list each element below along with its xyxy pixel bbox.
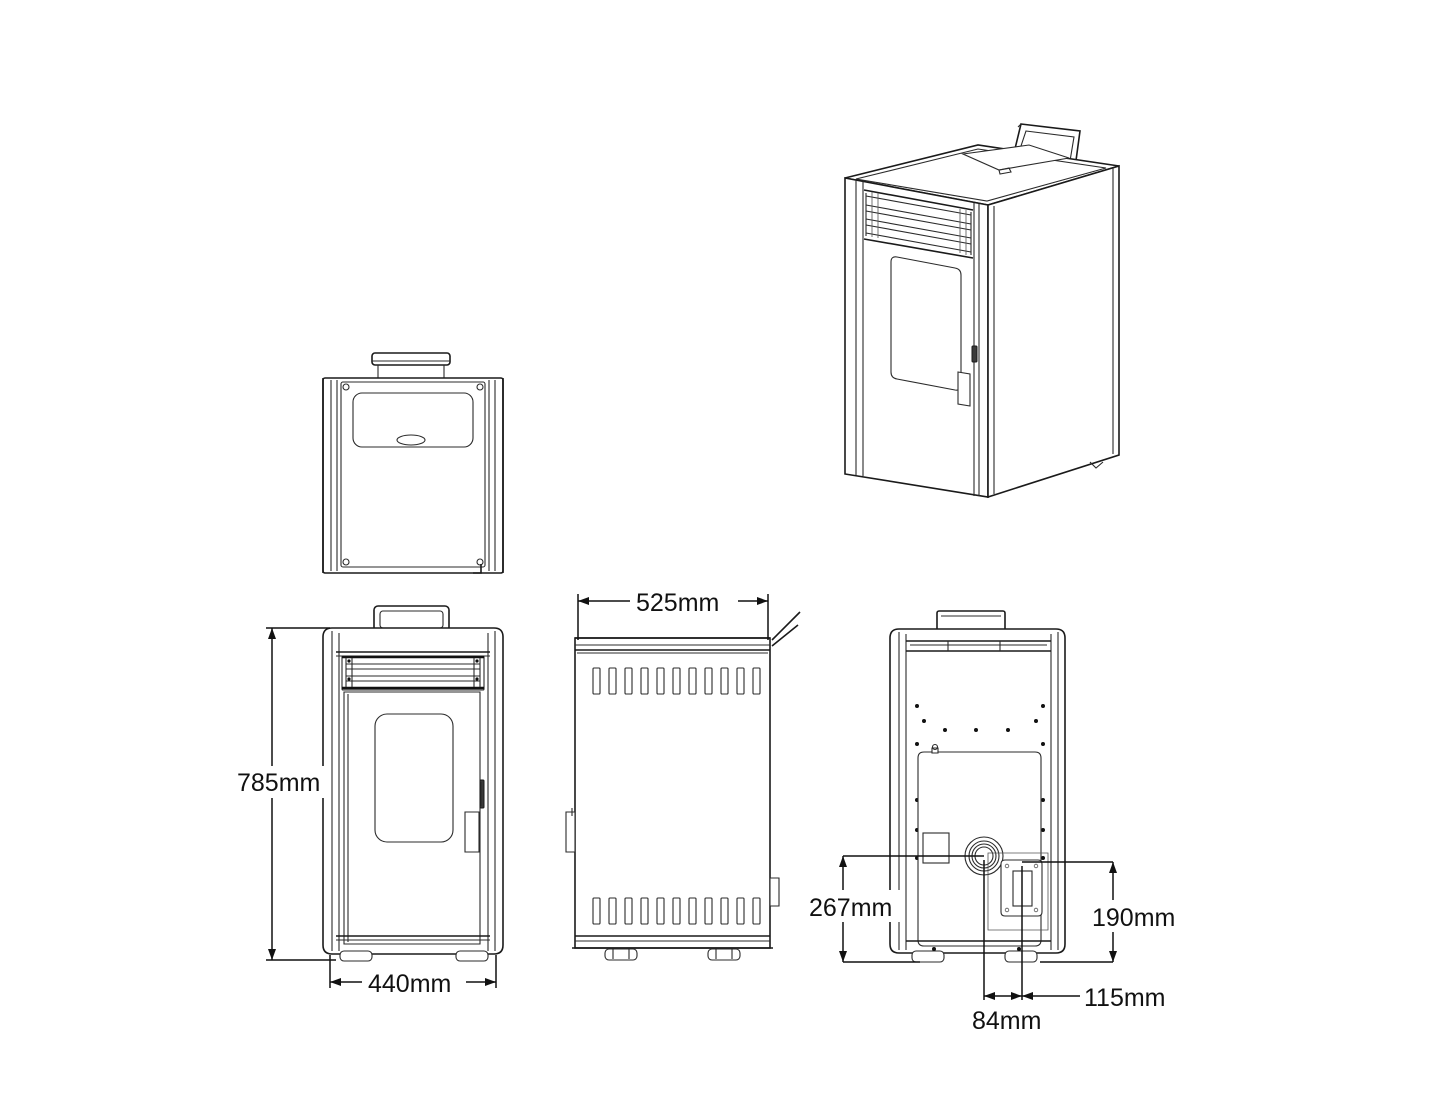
dimension-offset-84-label: 84mm bbox=[972, 1007, 1041, 1035]
side-feet bbox=[604, 948, 741, 961]
dimension-offset-115: 115mm bbox=[1021, 866, 1188, 1012]
dimension-flue-height-label: 267mm bbox=[809, 894, 892, 922]
top-view-hopper-handle bbox=[371, 352, 451, 380]
front-hopper-handle bbox=[373, 605, 450, 632]
dimension-depth: 525mm bbox=[577, 585, 769, 640]
dimension-outlet-right: 190mm bbox=[1022, 861, 1190, 963]
dimension-width: 440mm bbox=[329, 955, 497, 998]
front-door-handle bbox=[464, 779, 485, 853]
dimension-height: 785mm bbox=[233, 627, 336, 961]
iso-louvre-grille bbox=[863, 189, 974, 259]
iso-door-handle bbox=[957, 345, 978, 407]
dimension-offset-115-label: 115mm bbox=[1084, 984, 1166, 1012]
dimension-height-label: 785mm bbox=[237, 769, 320, 797]
side-vent-slots-upper bbox=[592, 667, 761, 695]
side-vent-slots-lower bbox=[592, 897, 761, 925]
dimension-outlet-right-label: 190mm bbox=[1092, 904, 1175, 932]
rear-view: 267mm 190mm 115mm bbox=[805, 610, 1190, 1035]
dimension-depth-label: 525mm bbox=[636, 589, 719, 617]
top-view bbox=[322, 352, 504, 574]
dimension-width-label: 440mm bbox=[368, 970, 451, 998]
dimension-offset-84: 84mm bbox=[968, 860, 1056, 1035]
dimension-flue-height: 267mm bbox=[805, 855, 984, 963]
front-feet bbox=[339, 950, 489, 962]
front-view: 785mm 440mm bbox=[233, 605, 504, 998]
isometric-view bbox=[844, 123, 1120, 499]
side-view: 525mm bbox=[565, 585, 801, 961]
front-louvre-grille bbox=[341, 655, 485, 691]
rear-feet bbox=[911, 947, 1038, 963]
